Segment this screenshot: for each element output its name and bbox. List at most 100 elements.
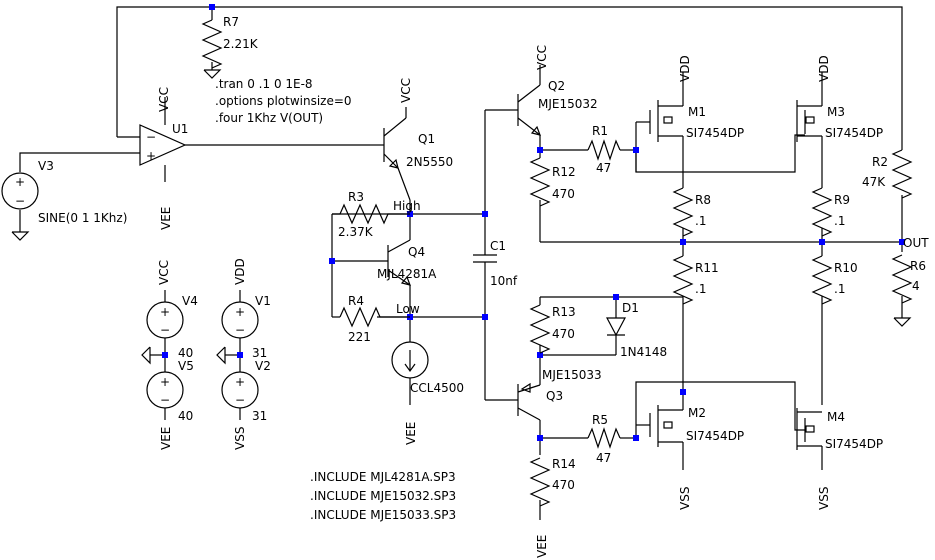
v1-value: 31 [252,346,267,360]
v5-value: 40 [178,409,193,423]
mosfet-m2 [649,405,684,448]
v4-label: V4 [182,294,198,308]
q2-model: MJE15032 [538,97,598,111]
diode-d1 [606,317,626,337]
v3-value: SINE(0 1 1Khz) [38,211,127,225]
v1-label: V1 [255,294,271,308]
q3-model: MJE15033 [542,368,602,382]
r12-value: 470 [552,187,575,201]
source-v1: + − [221,301,259,339]
q4-label: Q4 [408,245,425,259]
resistor-r12 [530,157,550,207]
m3-vdd: VDD [817,55,831,82]
resistor-r14 [530,457,550,507]
r7-value: 2.21K [223,37,259,51]
q2-label: Q2 [548,79,565,93]
ground-symbol [141,346,151,365]
q4-model: MJL4281A [377,267,437,281]
svg-text:−: − [235,323,245,337]
svg-text:+: + [160,305,170,319]
r14-value: 470 [552,478,575,492]
r11-label: R11 [695,261,719,275]
v5-label: V5 [178,359,194,373]
net-out: OUT [903,236,929,250]
transistor-q3 [510,382,541,421]
r10-label: R10 [834,261,858,275]
include-mjl4281a: .INCLUDE MJL4281A.SP3 [310,470,456,484]
current-source-label: CCL4500 [410,381,464,395]
svg-text:−: − [235,393,245,407]
r9-value: .1 [834,214,845,228]
opamp-minus-sign: − [146,130,156,144]
wires [19,6,903,520]
svg-text:−: − [160,323,170,337]
v2-vss: VSS [233,427,247,450]
cs-vee: VEE [404,422,418,445]
r4-label: R4 [348,294,364,308]
q1-vcc: VCC [399,78,413,103]
labels: R7 2.21K .tran 0 .1 0 1E-8 .options plot… [38,15,929,558]
mosfet-m1 [649,97,684,145]
m4-model: SI7454DP [825,437,883,451]
d1-label: D1 [622,301,639,315]
current-source-ccl4500 [391,341,429,379]
r11-value: .1 [695,282,706,296]
resistor-r1 [587,139,621,161]
m1-model: SI7454DP [686,126,744,140]
r1-value: 47 [596,161,611,175]
svg-text:+: + [160,375,170,389]
directive-tran: .tran 0 .1 0 1E-8 [215,77,313,91]
directive-four: .four 1Khz V(OUT) [215,111,323,125]
net-low: Low [396,302,420,316]
mosfet-m4 [796,408,823,452]
r9-label: R9 [834,193,850,207]
source-v3: + − [1,172,39,241]
v2-value: 31 [252,409,267,423]
q3-label: Q3 [546,389,563,403]
r12-label: R12 [552,165,576,179]
mosfet-m3 [796,97,823,145]
u1-vee: VEE [159,207,173,230]
transistor-q4 [370,239,411,286]
svg-text:+: + [235,305,245,319]
r7-label: R7 [223,15,239,29]
r13-label: R13 [552,305,576,319]
r6-value: 4 [912,279,920,293]
m2-label: M2 [688,406,706,420]
r5-value: 47 [596,451,611,465]
v3-label: V3 [38,159,54,173]
v1-vdd: VDD [233,258,247,285]
resistor-r4 [339,306,410,328]
resistor-r5 [587,427,621,449]
include-mje15032: .INCLUDE MJE15032.SP3 [310,489,456,503]
r2-label: R2 [872,155,888,169]
r3-label: R3 [348,190,364,204]
source-v2: + − [221,371,259,409]
resistor-r3 [332,203,410,225]
v2-label: V2 [255,359,271,373]
r13-value: 470 [552,327,575,341]
m4-vss: VSS [817,487,831,510]
transistor-q1 [370,117,407,169]
include-mje15033: .INCLUDE MJE15033.SP3 [310,508,456,522]
resistor-r7 [202,19,222,69]
d1-model: 1N4148 [620,345,667,359]
c1-value: 10nf [490,274,518,288]
ground-symbol [203,69,222,79]
svg-text:−: − [160,393,170,407]
r8-label: R8 [695,193,711,207]
r2-value: 47K [862,175,886,189]
resistor-r6 [892,254,912,304]
v5-vee: VEE [159,427,173,450]
m2-model: SI7454DP [686,429,744,443]
svg-text:+: + [235,375,245,389]
r1-label: R1 [592,124,608,138]
svg-text:−: − [15,194,25,208]
r8-value: .1 [695,214,706,228]
capacitor-c1 [473,254,497,263]
ground-symbol [893,317,912,327]
q1-label: Q1 [418,132,435,146]
u1-vcc: VCC [157,87,171,112]
directive-options: .options plotwinsize=0 [215,94,352,108]
